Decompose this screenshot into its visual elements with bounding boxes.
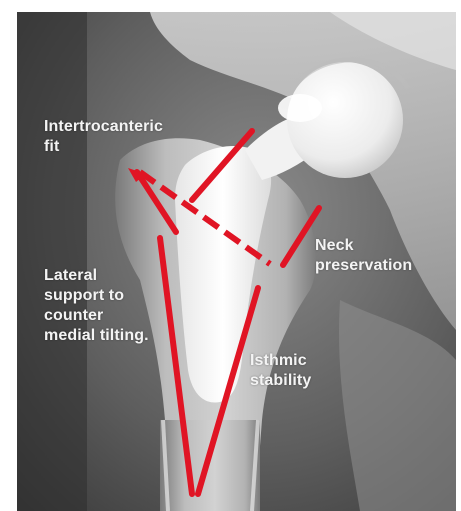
label-isthmic-stability: Isthmic stability [250,351,311,391]
label-neck-preservation: Neck preservation [315,236,412,276]
label-intertrochanteric-fit: Intertrocanteric fit [44,117,163,157]
label-lateral-support: Lateral support to counter medial tiltin… [44,266,149,346]
